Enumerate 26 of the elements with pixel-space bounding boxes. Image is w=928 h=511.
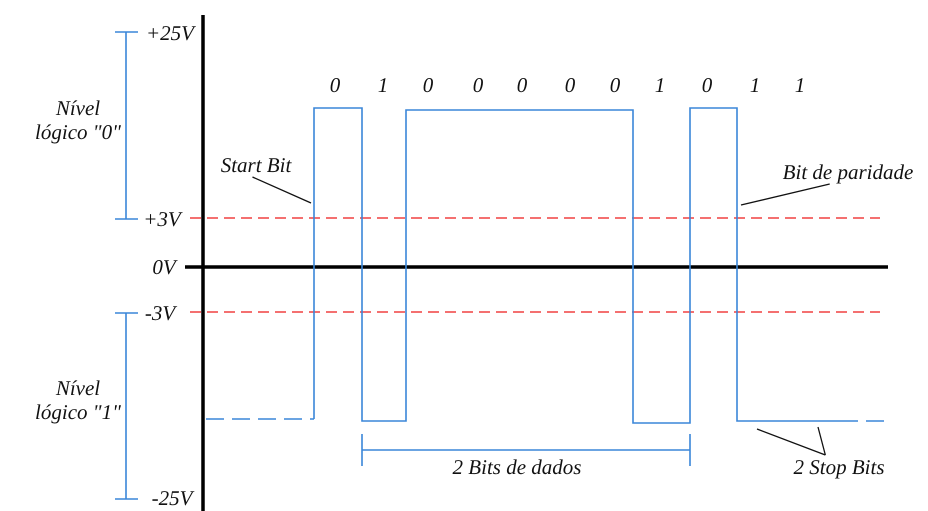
bit-value: 1 [654, 73, 666, 97]
bit-value: 1 [794, 73, 806, 97]
bit-value: 0 [330, 73, 340, 97]
axis-label: -3V [144, 301, 176, 325]
annotation-label: 2 Stop Bits [794, 455, 884, 479]
level-label: Nível lógico "0" [34, 96, 122, 144]
annotation-label: Bit de paridade [782, 160, 914, 184]
leader-line [756, 428, 826, 456]
bit-value: 1 [750, 73, 760, 97]
axis-label: +3V [143, 207, 181, 231]
leader-line [817, 426, 826, 456]
bit-value: 0 [472, 73, 484, 97]
bit-value: 0 [702, 73, 712, 97]
bit-value: 0 [564, 73, 576, 97]
annotation-label: 2 Bits de dados [452, 455, 582, 479]
leader-line [740, 183, 830, 206]
level-label: Nível lógico "1" [34, 376, 122, 424]
bit-value: 0 [516, 73, 528, 97]
bit-value: 0 [422, 73, 434, 97]
annotation-label: Start Bit [220, 153, 292, 177]
axis-label: 0V [152, 255, 176, 279]
axis-label: -25V [152, 486, 192, 510]
bit-value: 1 [378, 73, 388, 97]
axis-label: +25V [146, 21, 194, 45]
bit-value: 0 [610, 73, 620, 97]
leader-line [252, 176, 312, 204]
